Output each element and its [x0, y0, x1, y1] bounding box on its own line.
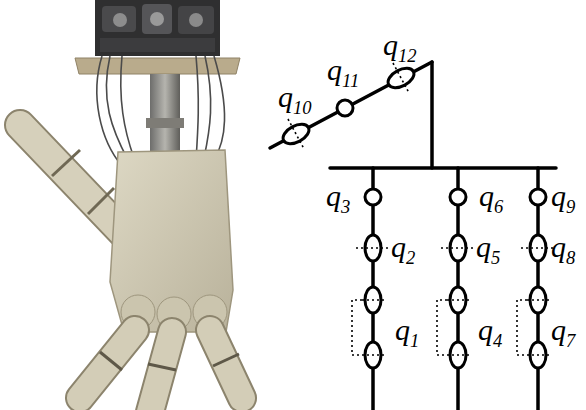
- coupling-bracket: [352, 300, 527, 355]
- robot-hand-photo: [20, 0, 242, 410]
- joint-label: q9: [551, 181, 575, 211]
- joint-index: 1: [410, 330, 419, 351]
- joint-symbol: q: [551, 313, 566, 346]
- joint-index: 11: [342, 70, 359, 91]
- joint-index: 9: [566, 196, 575, 217]
- joint-index: 10: [293, 97, 312, 118]
- joint-symbol: q: [479, 179, 494, 212]
- joint-axes: [288, 63, 555, 355]
- joint-label: q1: [395, 315, 419, 345]
- joint-index: 4: [493, 330, 502, 351]
- joint-label: q11: [327, 55, 359, 85]
- joint-label: q6: [479, 181, 503, 211]
- joint-index: 3: [341, 196, 350, 217]
- joint-symbol: q: [478, 313, 493, 346]
- joint-symbol: q: [278, 80, 293, 113]
- joint-label: q4: [478, 315, 502, 345]
- kinematic-diagram: [270, 62, 556, 410]
- joint-symbol: q: [326, 179, 341, 212]
- joint-symbol: q: [551, 230, 566, 263]
- joint-index: 12: [398, 45, 417, 66]
- joint-symbol: q: [551, 179, 566, 212]
- joint-label: q3: [326, 181, 350, 211]
- joint-symbols: [280, 64, 546, 368]
- joint-symbol: q: [395, 313, 410, 346]
- joint-index: 5: [491, 247, 500, 268]
- joint-index: 6: [494, 196, 503, 217]
- joint-index: 2: [406, 247, 415, 268]
- joint-label: q8: [551, 232, 575, 262]
- joint-label: q2: [391, 232, 415, 262]
- joint-symbol: q: [383, 28, 398, 61]
- joint-label: q5: [476, 232, 500, 262]
- joint-symbol: q: [391, 230, 406, 263]
- joint-index: 7: [566, 330, 575, 351]
- joint-label: q10: [278, 82, 312, 112]
- joint-symbol: q: [327, 53, 342, 86]
- joint-label: q7: [551, 315, 575, 345]
- joint-index: 8: [566, 247, 575, 268]
- joint-symbol: q: [476, 230, 491, 263]
- joint-label: q12: [383, 30, 417, 60]
